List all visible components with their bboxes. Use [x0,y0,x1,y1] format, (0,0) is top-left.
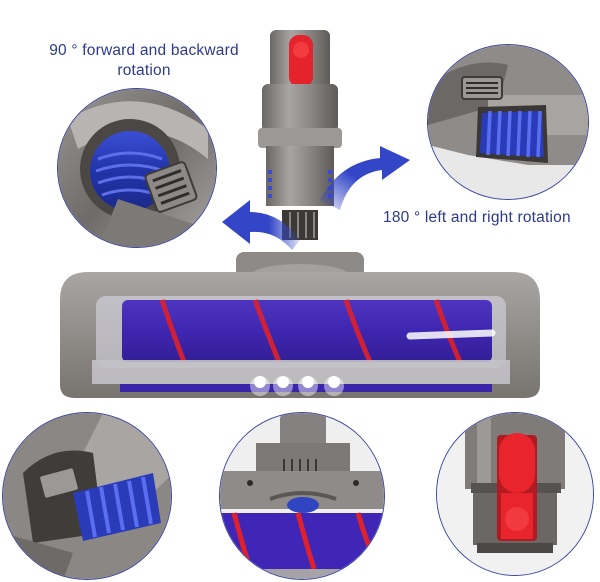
detail-circle-roller-top [219,412,385,580]
detail-circle-swivel-side [57,88,217,248]
cleaner-head-main-image [60,30,540,398]
detail-circle-neck-joint [2,412,172,580]
caption-forward-backward-rotation: 90 ° forward and backward rotation [49,42,239,79]
soft-roller [122,300,492,362]
detail-circle-release-latch [436,412,594,576]
rotate-left-arrow [222,200,300,250]
led-lights [254,376,340,388]
detail-circle-swivel-angled [427,44,589,200]
caption-left-right-rotation: 180 ° left and right rotation [383,209,571,226]
latch-button [499,433,535,493]
rotate-right-arrow [320,146,410,210]
release-latch-image [437,413,593,575]
roller-top-image [220,413,384,579]
neck-joint-image [3,413,171,579]
swivel-joint-angled-image [428,45,588,199]
